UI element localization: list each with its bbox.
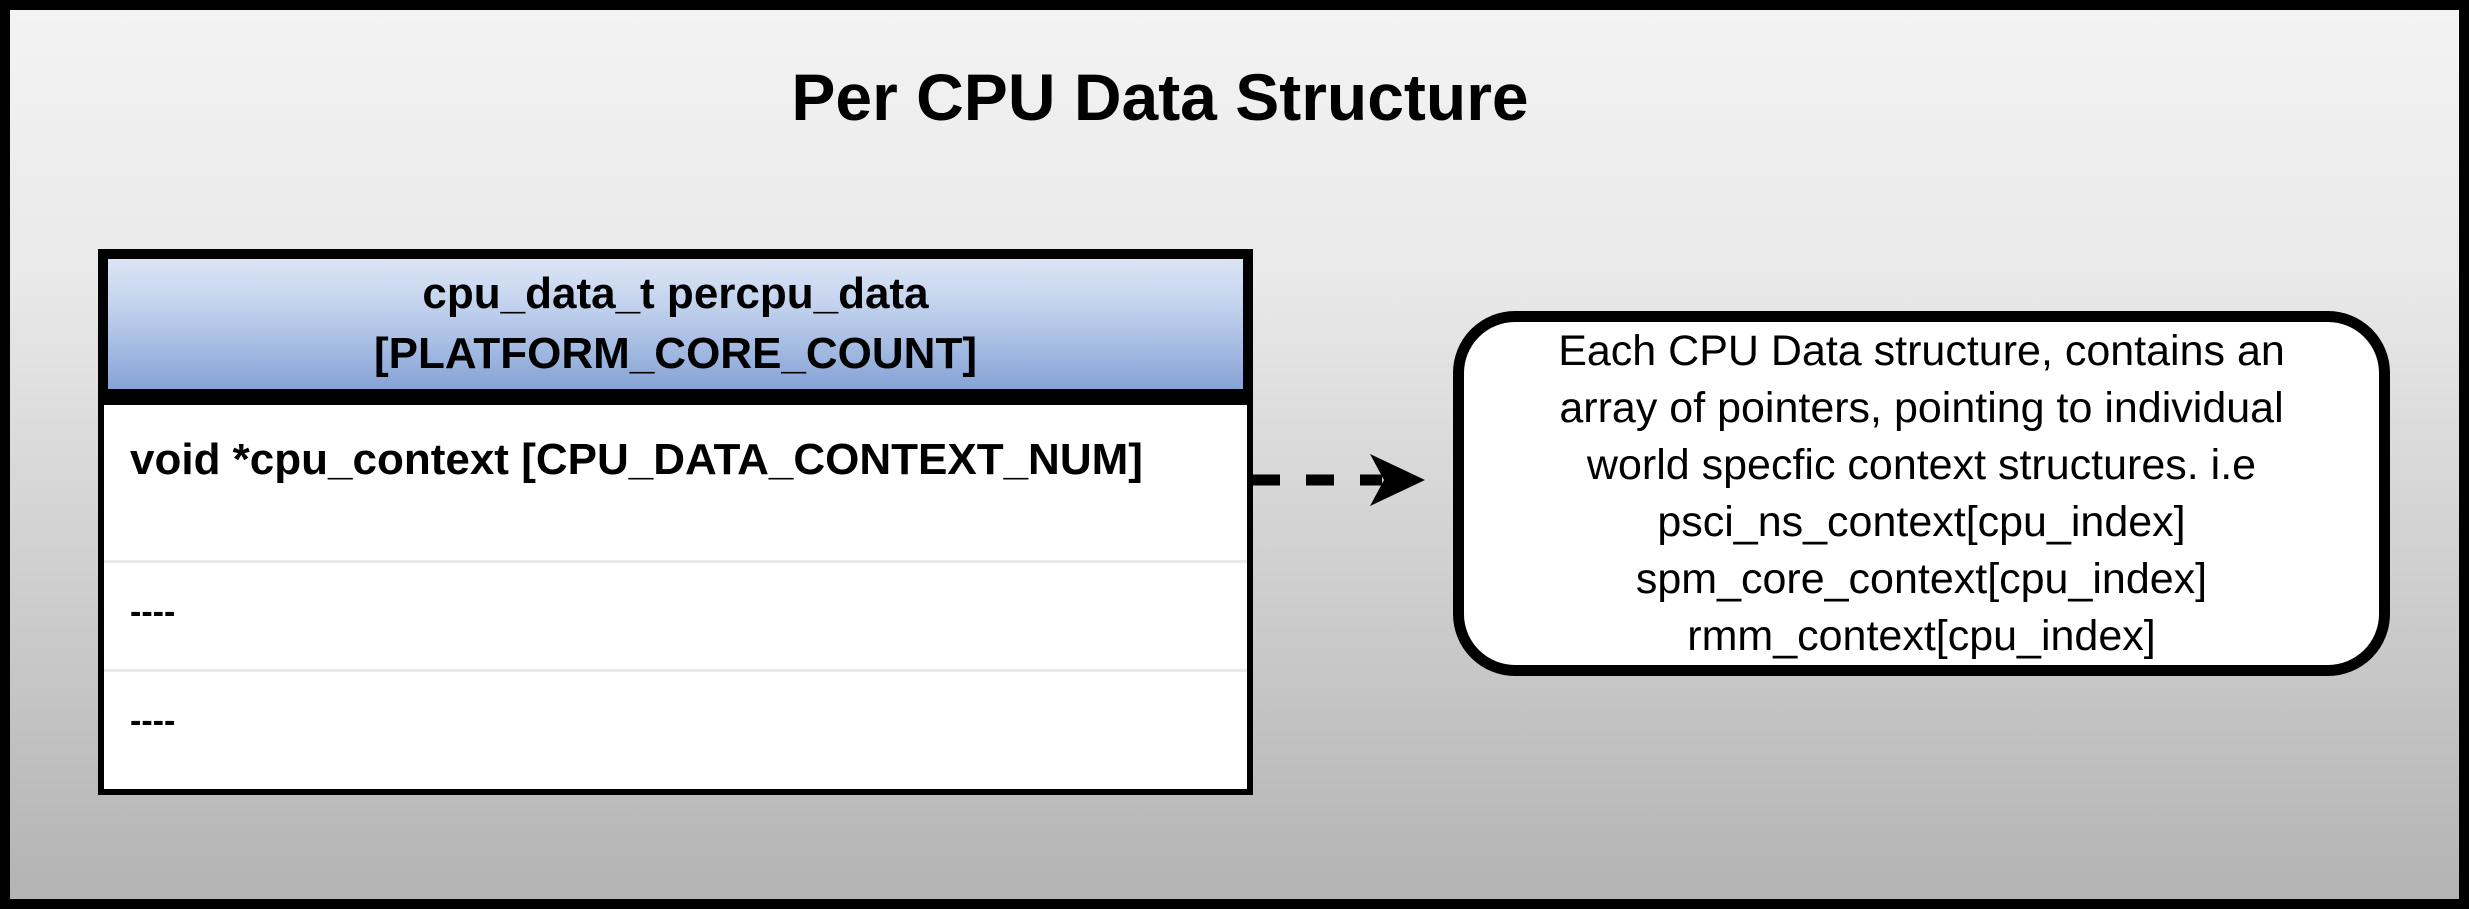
table-header-line1: cpu_data_t percpu_data <box>422 269 929 318</box>
cpu-data-table-body: void *cpu_context [CPU_DATA_CONTEXT_NUM]… <box>98 399 1253 795</box>
callout-line: Each CPU Data structure, contains an <box>1558 326 2285 375</box>
annotation-callout: Each CPU Data structure, contains an arr… <box>1453 311 2390 676</box>
callout-line: psci_ns_context[cpu_index] <box>1657 497 2186 546</box>
dashed-arrow-connector-icon <box>1252 454 1425 506</box>
arrow-head-icon <box>1370 454 1425 506</box>
table-header-line2: [PLATFORM_CORE_COUNT] <box>374 329 977 378</box>
table-row-cpu-context: void *cpu_context [CPU_DATA_CONTEXT_NUM] <box>130 435 1143 484</box>
table-row-placeholder-1: ---- <box>104 560 1247 669</box>
callout-line: rmm_context[cpu_index] <box>1687 611 2156 660</box>
page-title: Per CPU Data Structure <box>791 60 1529 134</box>
callout-line: array of pointers, pointing to individua… <box>1559 383 2284 432</box>
cpu-data-table-header: cpu_data_t percpu_data [PLATFORM_CORE_CO… <box>98 249 1253 399</box>
table-row-placeholder-2: ---- <box>104 669 1247 789</box>
callout-line: world specfic context structures. i.e <box>1586 440 2257 489</box>
callout-line: spm_core_context[cpu_index] <box>1635 554 2208 603</box>
